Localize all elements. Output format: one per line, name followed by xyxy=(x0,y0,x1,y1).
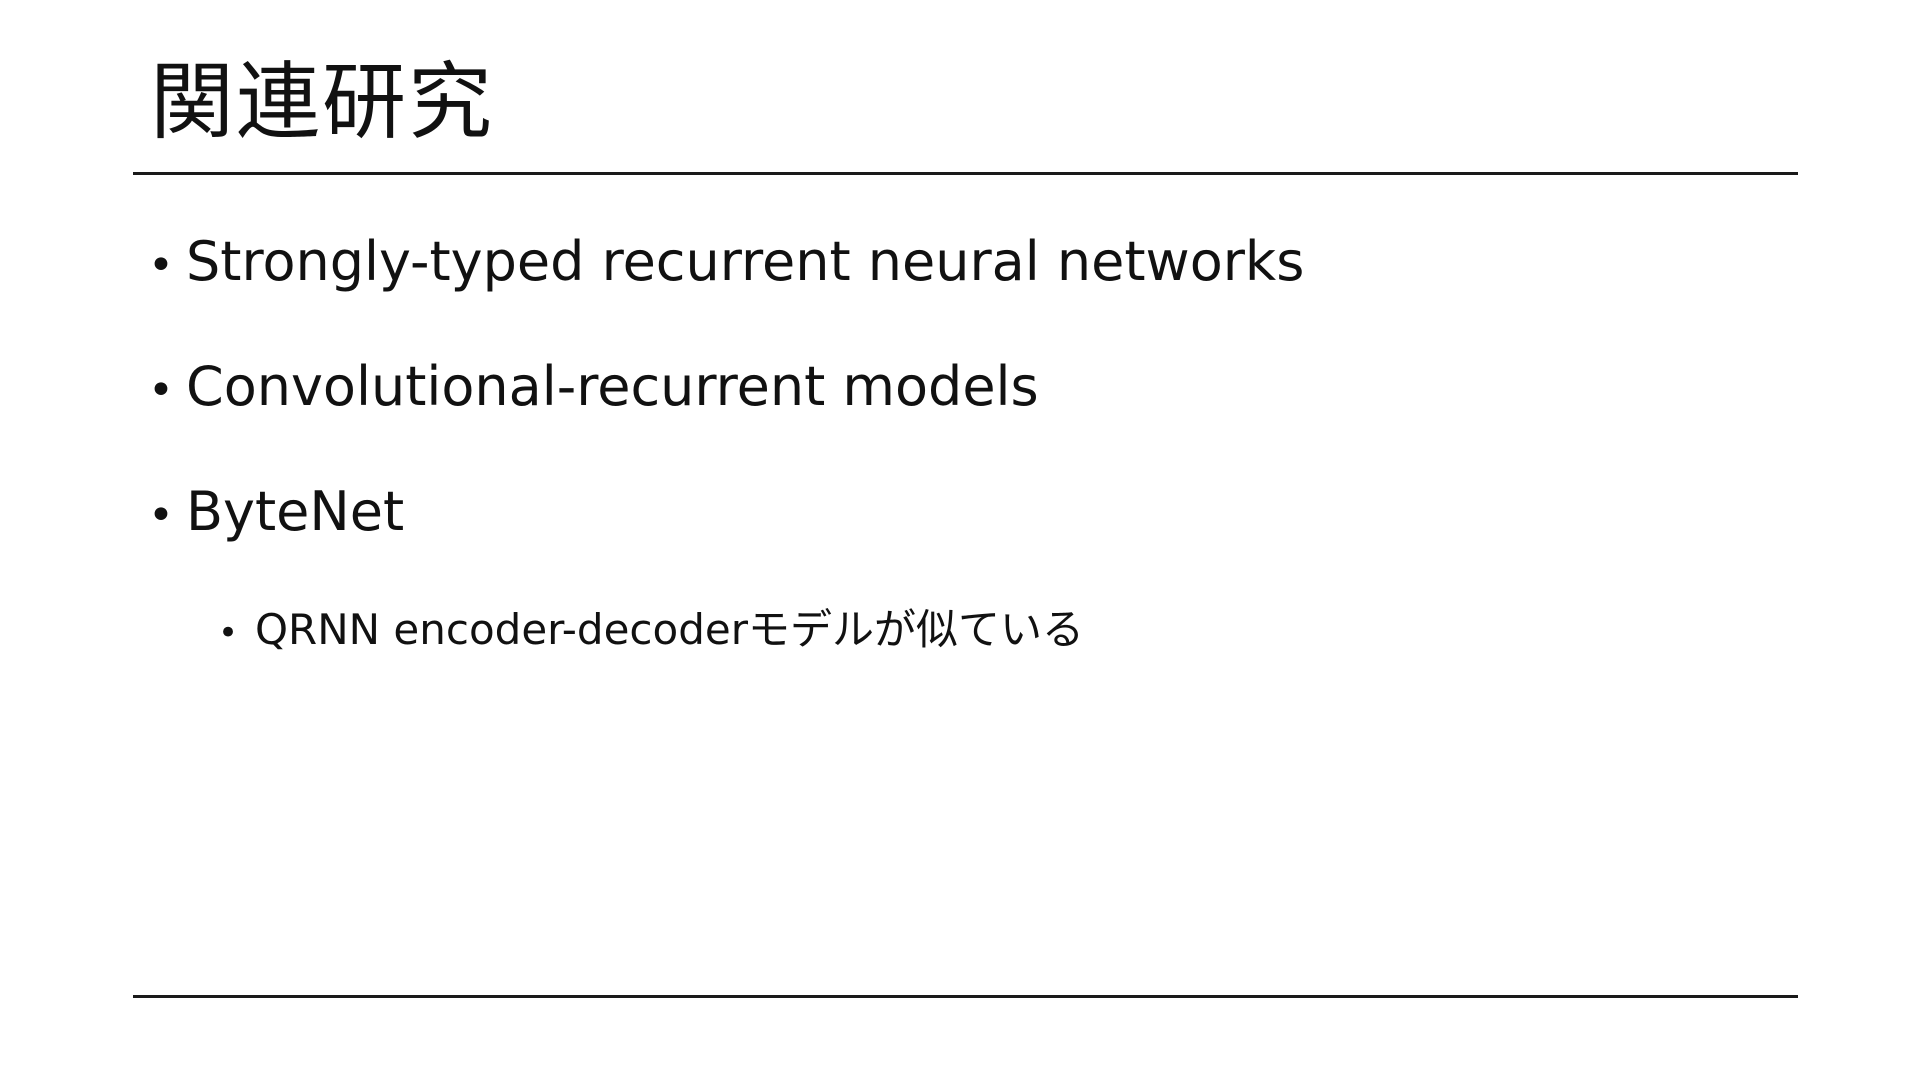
bullet-text: ByteNet xyxy=(186,480,405,543)
bullet-item: • Strongly-typed recurrent neural networ… xyxy=(148,228,1304,300)
bullet-text: Strongly-typed recurrent neural networks xyxy=(186,230,1305,293)
slide-title: 関連研究 xyxy=(150,53,495,151)
sub-bullet-item: • QRNN encoder-decoderモデルが似ている xyxy=(218,603,1304,660)
bullet-dot: • xyxy=(148,490,174,541)
bullet-dot: • xyxy=(148,365,174,416)
bullet-list: • Strongly-typed recurrent neural networ… xyxy=(148,228,1304,660)
bullet-item: • Convolutional-recurrent models xyxy=(148,353,1304,425)
footer-divider xyxy=(133,995,1798,998)
sub-bullet-text: QRNN encoder-decoderモデルが似ている xyxy=(255,605,1084,654)
bullet-text: Convolutional-recurrent models xyxy=(186,355,1039,418)
bullet-item: • ByteNet xyxy=(148,478,1304,550)
sub-bullet-dot: • xyxy=(218,613,239,653)
title-divider xyxy=(133,172,1798,175)
bullet-dot: • xyxy=(148,240,174,291)
